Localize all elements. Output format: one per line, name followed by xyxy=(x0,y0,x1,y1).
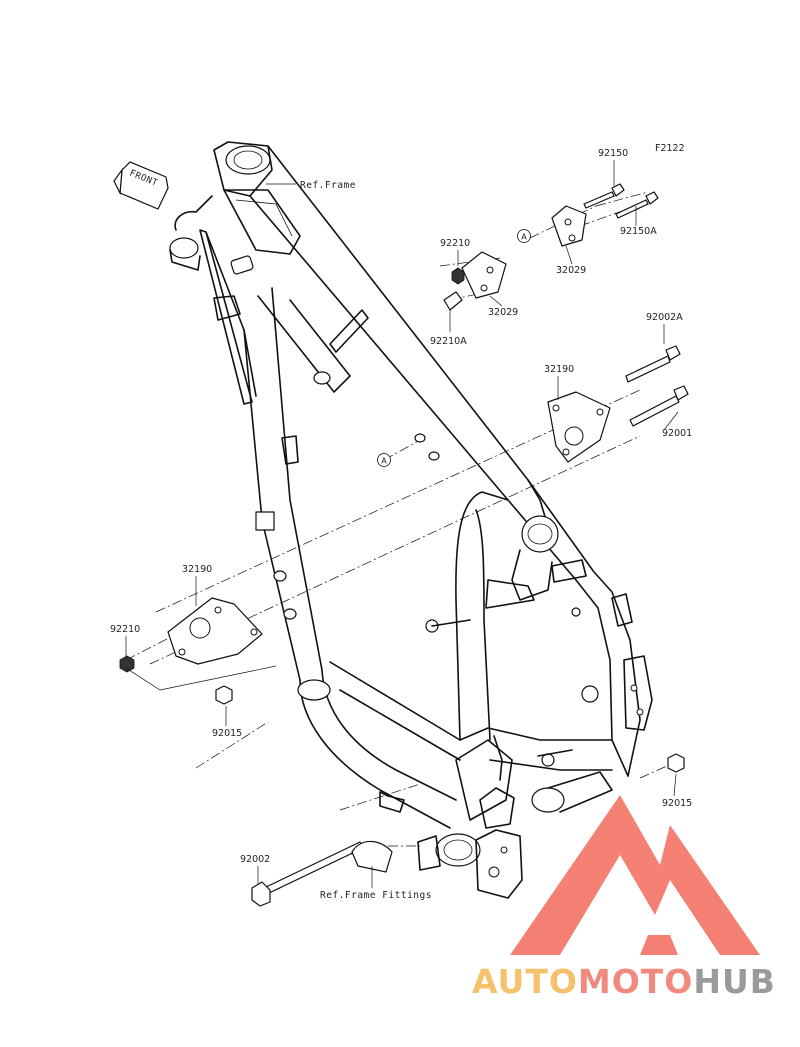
watermark-text: AUTOMOTOHUB xyxy=(472,962,776,1001)
part-92002A-label: 92002A xyxy=(646,312,683,323)
bolt-92002A xyxy=(625,345,681,383)
part-92002-label: 92002 xyxy=(240,854,270,865)
diagram-code: F2122 xyxy=(655,143,685,154)
part-92210-top-label: 92210 xyxy=(440,238,470,249)
bolt-92001 xyxy=(629,385,689,427)
part-32190-left-label: 32190 xyxy=(182,564,212,575)
nut-92210-left xyxy=(119,655,135,673)
watermark-auto: AUTO xyxy=(472,962,578,1001)
part-32029-left-label: 32029 xyxy=(488,307,518,318)
part-92150A-label: 92150A xyxy=(620,226,657,237)
part-92001-label: 92001 xyxy=(662,428,692,439)
leader-lines xyxy=(125,160,679,888)
marker-a-left: A xyxy=(377,453,391,467)
svg-text:A: A xyxy=(381,457,387,466)
plate-32190-left xyxy=(167,597,263,665)
svg-text:A: A xyxy=(521,233,527,242)
front-arrow-icon: FRONT xyxy=(113,161,169,210)
clip-92210A xyxy=(443,291,463,311)
part-92015-left-label: 92015 xyxy=(212,728,242,739)
watermark-hub: HUB xyxy=(693,962,776,1001)
watermark-logo-icon xyxy=(510,795,760,955)
motorcycle-frame xyxy=(169,141,653,899)
ref-frame-fittings-label: Ref.Frame Fittings xyxy=(320,890,432,901)
part-92015-right-label: 92015 xyxy=(662,798,692,809)
automotohub-watermark: AUTOMOTOHUB xyxy=(472,795,776,1001)
part-32029-right-label: 32029 xyxy=(556,265,586,276)
part-labels: Ref.Frame 92150 92150A 92210 32029 32029… xyxy=(110,148,692,901)
frame-fitting xyxy=(351,840,393,873)
watermark-moto: MOTO xyxy=(578,962,693,1001)
part-92210A-label: 92210A xyxy=(430,336,467,347)
nut-92210-top xyxy=(451,267,465,285)
part-92210-left-label: 92210 xyxy=(110,624,140,635)
nut-92015-right xyxy=(667,753,685,773)
ref-frame-label: Ref.Frame xyxy=(300,180,356,191)
part-92150-label: 92150 xyxy=(598,148,628,159)
part-32190-right-label: 32190 xyxy=(544,364,574,375)
marker-a-top: A xyxy=(517,229,531,243)
nut-92015-left xyxy=(215,685,233,705)
spacers xyxy=(273,433,440,620)
bolt-92150 xyxy=(583,183,625,209)
plate-32190-right xyxy=(547,391,611,463)
bracket-32029 xyxy=(461,205,587,299)
bolt-92150A xyxy=(615,191,659,219)
